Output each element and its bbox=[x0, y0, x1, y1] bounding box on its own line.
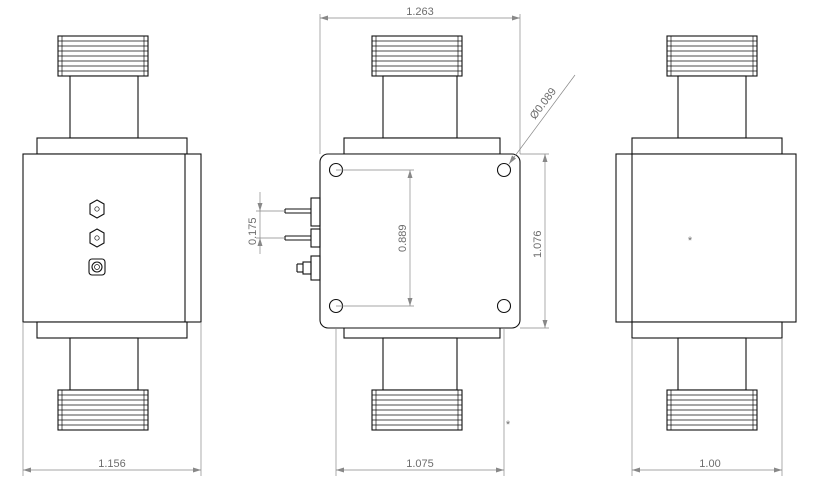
right-view: * 1.00 bbox=[615, 35, 797, 476]
hex-terminal-icon bbox=[89, 228, 105, 248]
dim-body-width: 1.075 bbox=[406, 458, 434, 470]
dim-hole-diameter: Ø0.089 bbox=[528, 86, 559, 122]
dim-overall-width: 1.263 bbox=[406, 6, 434, 18]
center-view: 1.263 Ø0.089 0.889 1.076 0.175 1.075 bbox=[247, 6, 576, 476]
center-mark: * bbox=[688, 235, 693, 247]
hex-terminal-icon bbox=[89, 199, 105, 219]
dim-pin-spacing: 0.175 bbox=[247, 217, 259, 245]
dim-left-width: 1.156 bbox=[98, 458, 126, 470]
dim-body-height: 1.076 bbox=[532, 230, 544, 258]
dim-hole-spacing: 0.889 bbox=[397, 224, 409, 252]
dim-right-width: 1.00 bbox=[699, 458, 720, 470]
coax-port-icon bbox=[88, 258, 106, 276]
left-view: 1.156 bbox=[22, 35, 202, 476]
center-mark: * bbox=[506, 419, 511, 431]
